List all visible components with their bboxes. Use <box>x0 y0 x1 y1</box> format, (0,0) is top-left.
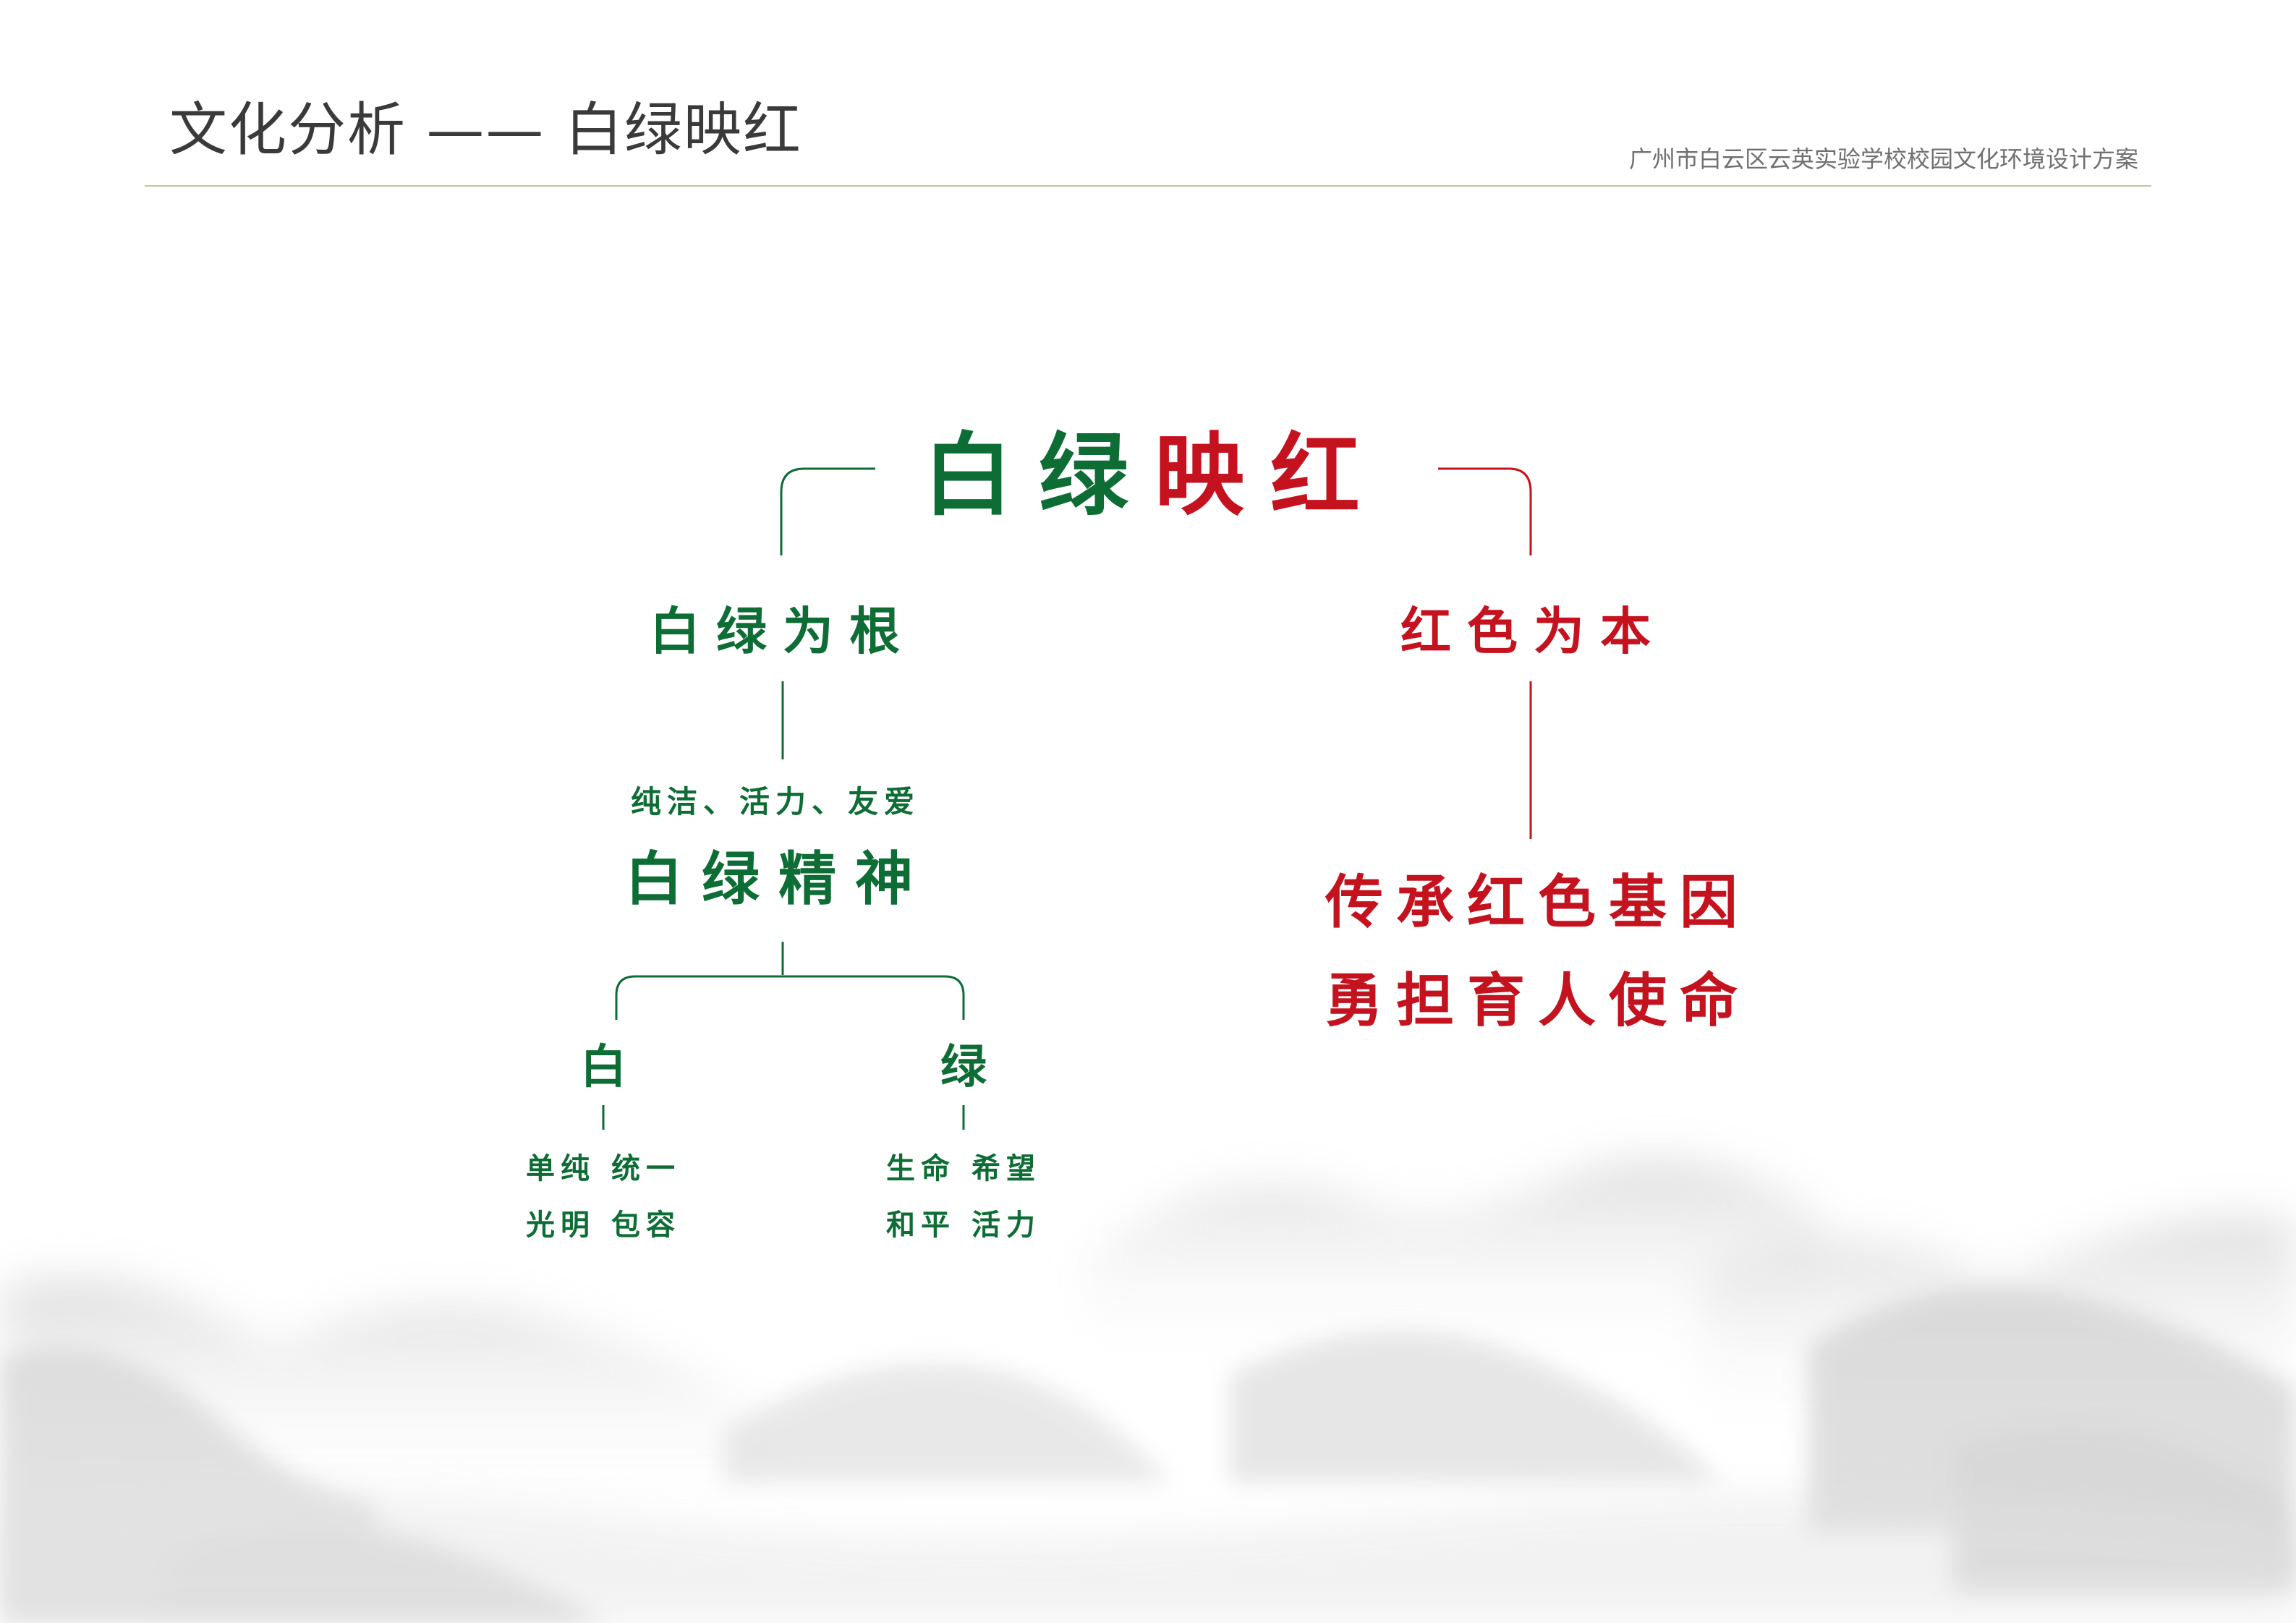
right-branch-title: 红色为本 <box>1400 602 1667 661</box>
project-subtitle: 广州市白云区云英实验学校校园文化环境设计方案 <box>1628 145 2138 173</box>
main-title-green: 白绿 <box>922 424 1155 528</box>
connector-root-right <box>1438 467 1532 555</box>
header-divider <box>145 185 2151 187</box>
green-leaf-title: 绿 <box>940 1041 987 1094</box>
spirit-title: 白绿精神 <box>625 845 932 913</box>
main-title-red: 映红 <box>1155 424 1387 528</box>
white-leaf-line-1: 单纯 统一 <box>526 1152 681 1185</box>
right-branch-line-1: 传承红色基因 <box>1325 869 1751 936</box>
white-leaf-line-2: 光明 包容 <box>526 1209 681 1242</box>
green-leaf-line-2: 和平 活力 <box>886 1209 1041 1242</box>
connector-root-left <box>780 467 875 555</box>
left-branch-title: 白绿为根 <box>650 602 916 661</box>
page-title: 文化分析 —— 白绿映红 <box>169 96 802 163</box>
left-branch-values: 纯洁、活力、友爱 <box>630 784 921 819</box>
connector-spirit-split <box>615 975 965 1020</box>
green-leaf-line-1: 生命 希望 <box>886 1152 1041 1185</box>
white-leaf-title: 白 <box>580 1041 626 1094</box>
right-branch-line-2: 勇担育人使命 <box>1325 967 1751 1034</box>
diagram-main-title: 白绿映红 <box>923 431 1386 521</box>
